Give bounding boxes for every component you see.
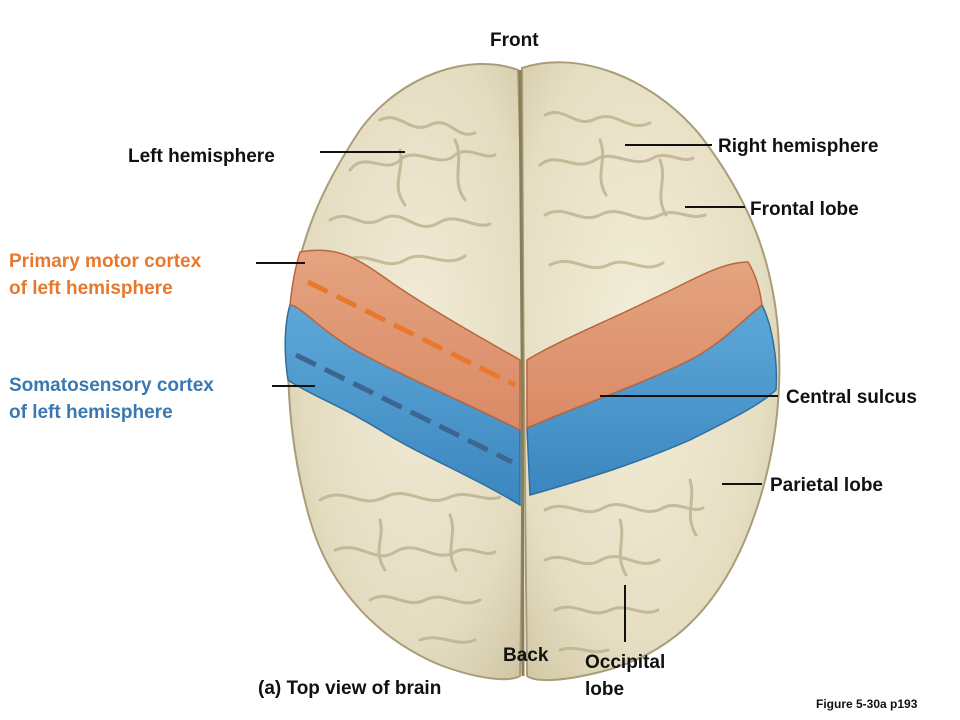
label-central-sulcus: Central sulcus [786,387,917,408]
label-frontal-lobe: Frontal lobe [750,199,859,220]
motor-cortex-dashed-line [306,279,517,388]
label-somatosensory-cortex-line1: Somatosensory cortex [9,375,214,396]
label-occipital-lobe-line2: lobe [585,679,625,700]
label-occipital-lobe: Occipital lobe [585,649,665,703]
label-back: Back [503,645,549,666]
primary-motor-cortex-left-region [289,249,521,432]
label-primary-motor-cortex-line2: of left hemisphere [9,278,173,299]
somatosensory-cortex-dashed-line [294,352,514,465]
label-front: Front [490,30,539,51]
label-parietal-lobe: Parietal lobe [770,475,883,496]
primary-motor-cortex-right-region [526,261,763,430]
label-right-hemisphere: Right hemisphere [718,136,879,157]
figure-reference: Figure 5-30a p193 [816,697,918,711]
longitudinal-fissure [518,69,525,677]
label-somatosensory-cortex-line2: of left hemisphere [9,402,173,423]
label-primary-motor-cortex: Primary motor cortex of left hemisphere [9,248,201,302]
figure-caption: (a) Top view of brain [258,678,442,699]
label-occipital-lobe-line1: Occipital [585,652,666,673]
label-somatosensory-cortex: Somatosensory cortex of left hemisphere [9,372,214,426]
label-primary-motor-cortex-line1: Primary motor cortex [9,251,202,272]
leader-lines [256,144,778,642]
label-left-hemisphere: Left hemisphere [128,146,275,167]
